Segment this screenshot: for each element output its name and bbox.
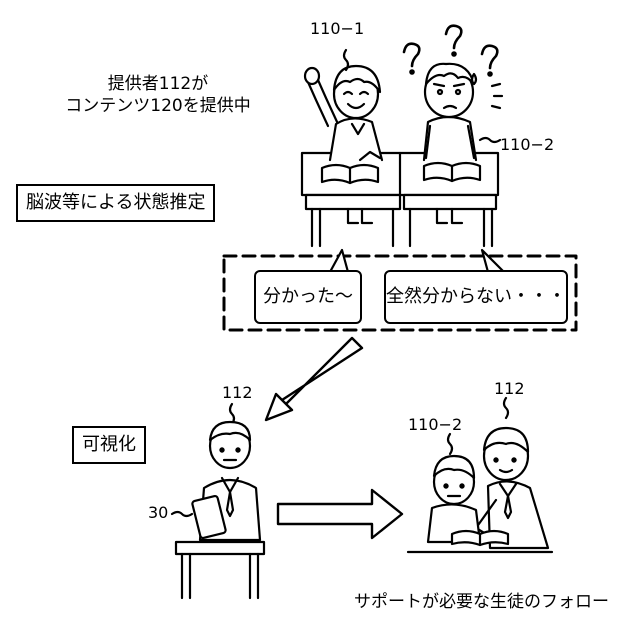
- arrow-down-left-icon: [266, 338, 362, 420]
- bubble-tail-right: [482, 250, 504, 272]
- label-teacher-112: 112: [494, 380, 525, 398]
- student-confused-figure: [424, 64, 476, 160]
- ref-leader-110-2: [480, 138, 500, 142]
- speech-bubble-understood: 分かった〜: [254, 270, 362, 324]
- visualization-box: 可視化: [72, 426, 146, 464]
- podium: [176, 542, 264, 598]
- provider-teacher-figure: [172, 404, 260, 540]
- provider-caption-line2: コンテンツ120を提供中: [38, 96, 278, 116]
- label-provider-112: 112: [222, 384, 253, 402]
- provider-caption-line1: 提供者112が: [68, 74, 248, 94]
- label-student-110-2: 110−2: [500, 136, 554, 154]
- state-estimation-box: 脳波等による状態推定: [16, 184, 215, 222]
- footer-caption: サポートが必要な生徒のフォロー: [354, 592, 609, 612]
- label-device-30: 30: [148, 504, 168, 522]
- student-happy-figure: [305, 66, 382, 160]
- arrow-right-icon: [278, 490, 402, 538]
- bubble-tail-left: [330, 250, 348, 272]
- sweat-drops-icon: [492, 84, 502, 108]
- label-student-110-1: 110−1: [310, 20, 364, 38]
- label-student-110-2-bottom: 110−2: [408, 416, 462, 434]
- speech-bubble-confused: 全然分からない・・・: [384, 270, 568, 324]
